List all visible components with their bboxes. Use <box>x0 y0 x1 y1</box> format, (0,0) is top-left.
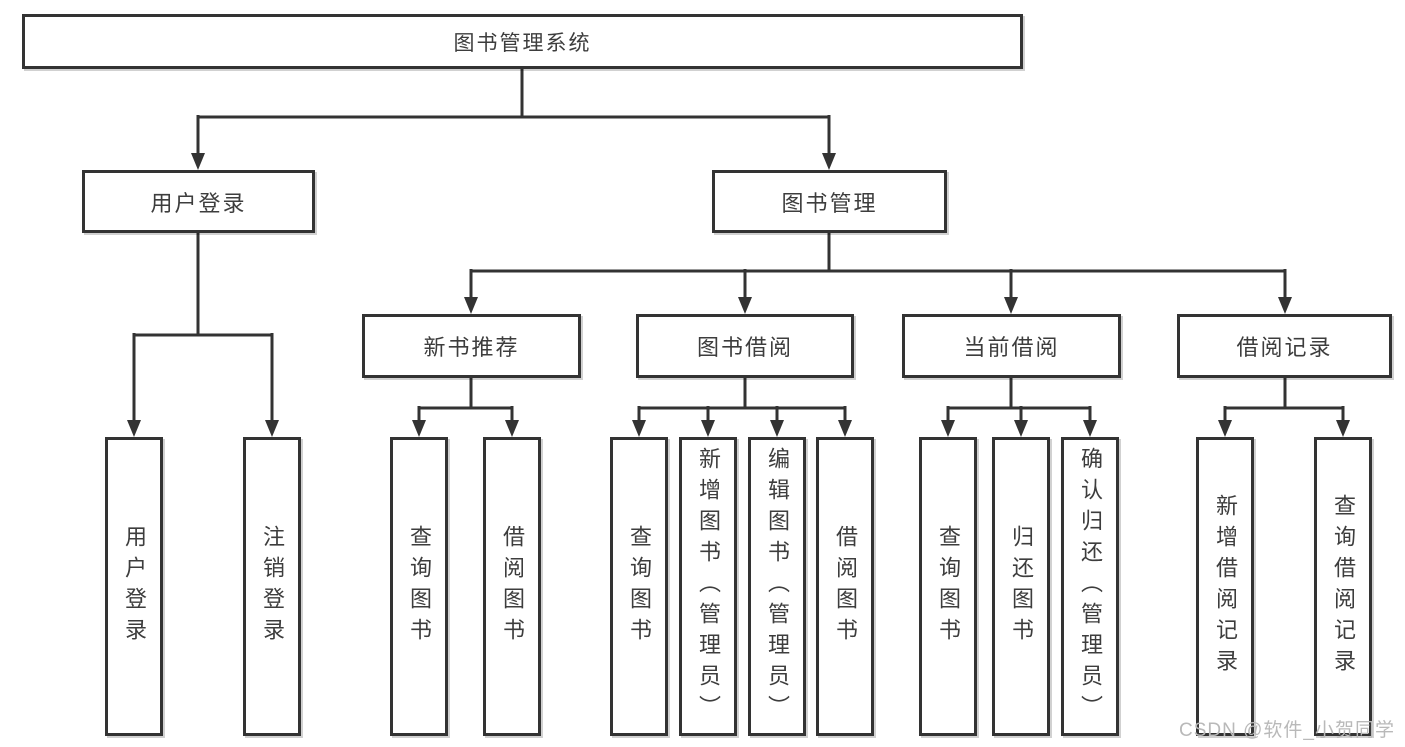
leaf-query-books-recommend: 查询图书 <box>390 437 448 736</box>
leaf-add-book-admin: 新增图书（管理员） <box>679 437 737 736</box>
leaf-edit-book-admin: 编辑图书（管理员） <box>748 437 806 736</box>
node-book-management: 图书管理 <box>712 170 947 233</box>
leaf-add-borrow-record: 新增借阅记录 <box>1196 437 1254 736</box>
leaf-query-books-borrow: 查询图书 <box>610 437 668 736</box>
connector-new-book-recommend <box>417 378 514 421</box>
node-library-management-system: 图书管理系统 <box>22 14 1023 69</box>
connector-user-login <box>132 233 274 421</box>
node-new-book-recommend: 新书推荐 <box>362 314 581 378</box>
node-book-borrow: 图书借阅 <box>636 314 854 378</box>
connector-current-borrow <box>946 378 1092 421</box>
leaf-query-books-current: 查询图书 <box>919 437 977 736</box>
connector-root <box>196 69 831 154</box>
watermark: CSDN @软件_小贺同学 <box>1179 720 1395 741</box>
leaf-user-login: 用户登录 <box>105 437 163 736</box>
leaf-query-borrow-record: 查询借阅记录 <box>1314 437 1372 736</box>
node-current-borrow: 当前借阅 <box>902 314 1121 378</box>
node-user-login: 用户登录 <box>82 170 315 233</box>
leaf-logout-login: 注销登录 <box>243 437 301 736</box>
node-borrow-records: 借阅记录 <box>1177 314 1392 378</box>
connector-book-borrow <box>637 378 847 421</box>
leaf-borrow-books: 借阅图书 <box>816 437 874 736</box>
leaf-borrow-books-recommend: 借阅图书 <box>483 437 541 736</box>
connector-borrow-records <box>1223 378 1345 421</box>
leaf-confirm-return-admin: 确认归还（管理员） <box>1061 437 1119 736</box>
leaf-return-book: 归还图书 <box>992 437 1050 736</box>
connector-book-management <box>469 233 1287 298</box>
